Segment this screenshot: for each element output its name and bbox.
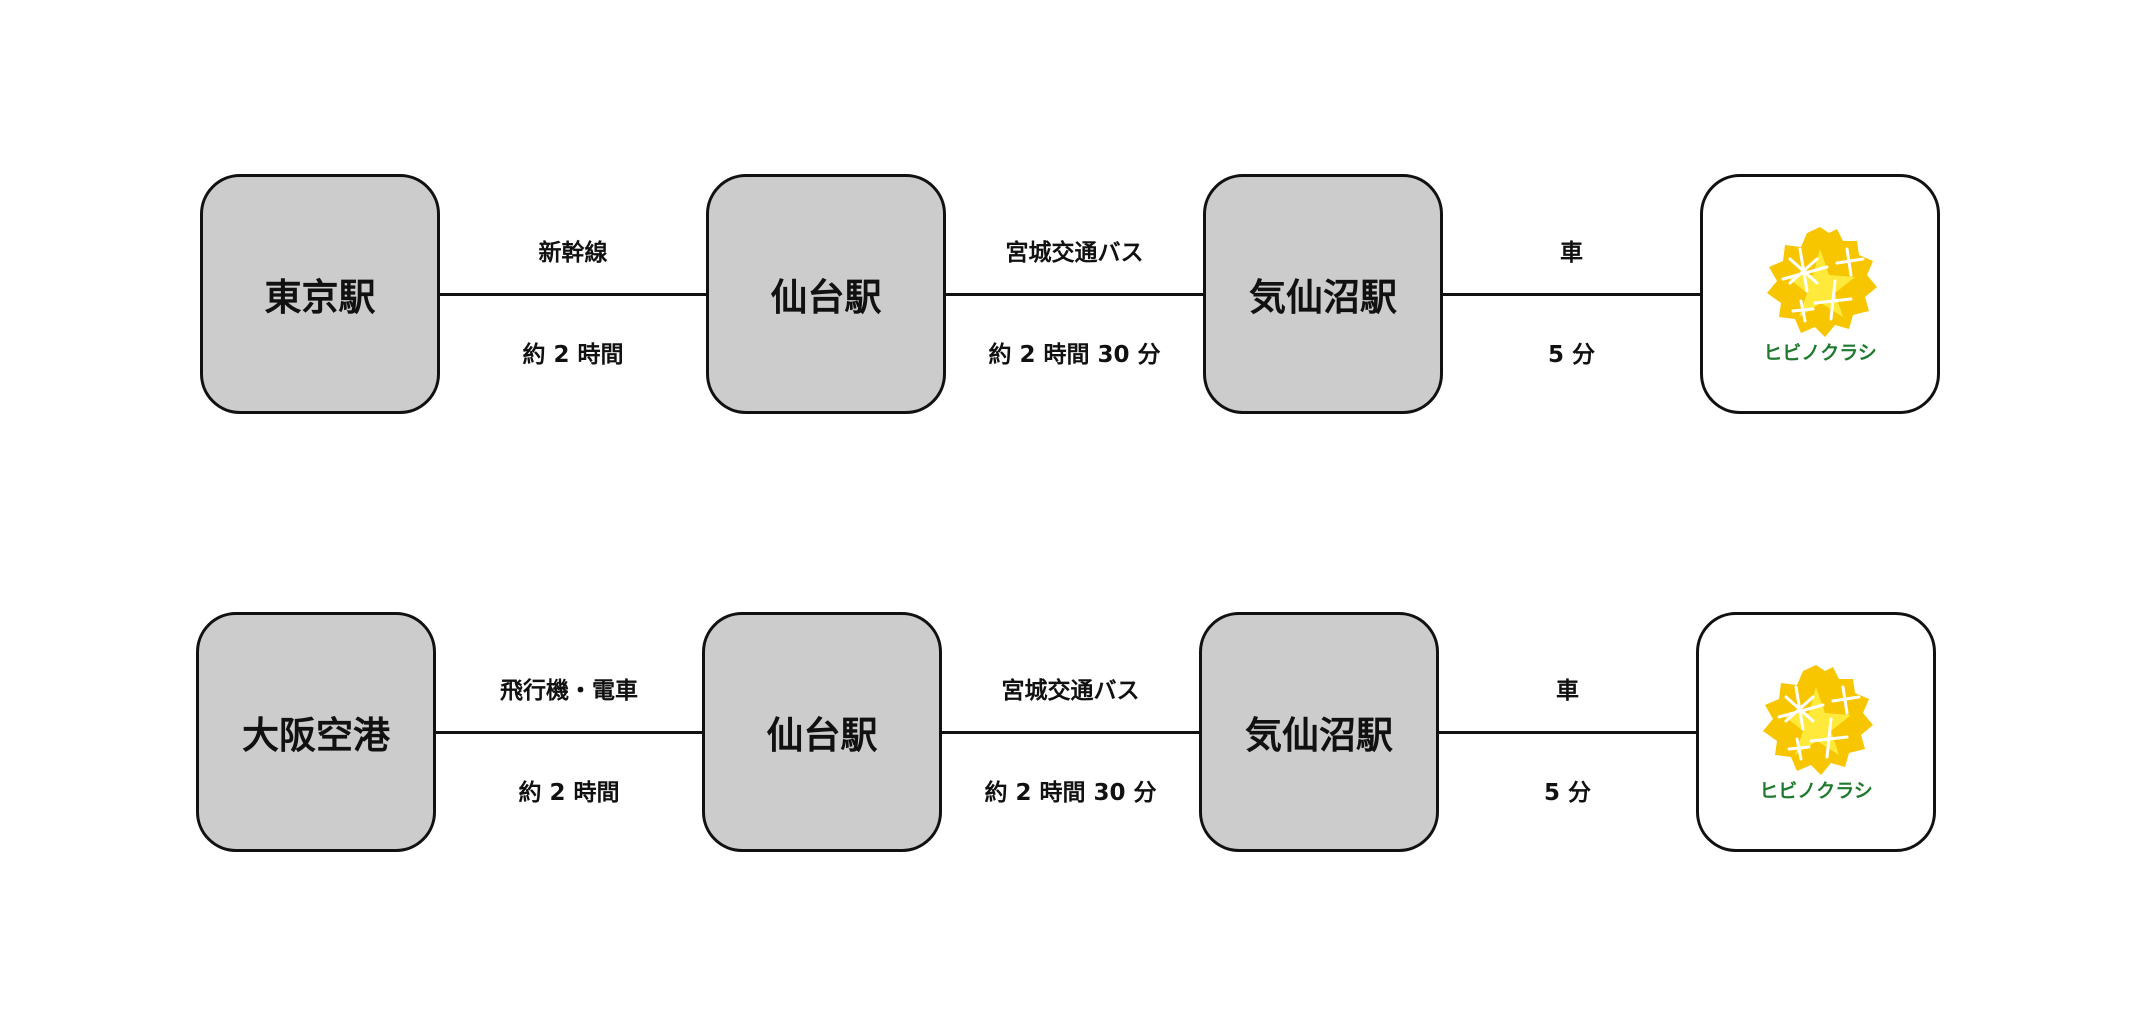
connector-line [440,293,706,296]
hibinokurashi-logo-icon: ヒビノクラシ [1763,227,1877,364]
transport-mode-label: 新幹線 [538,240,608,266]
station-box: 仙台駅 [702,612,942,852]
station-box: 気仙沼駅 [1203,174,1443,414]
transport-mode-label: 飛行機・電車 [500,678,638,704]
travel-time-label: 5 分 [1543,780,1592,806]
station-box: 大阪空港 [196,612,436,852]
station-name: 気仙沼駅 [1245,714,1393,757]
station-name: 大阪空港 [242,714,390,757]
station-name: 仙台駅 [766,714,878,757]
station-box: 仙台駅 [706,174,946,414]
transport-mode-label: 車 [1560,240,1583,266]
transport-mode-label: 宮城交通バス [1005,240,1144,266]
station-box: 気仙沼駅 [1199,612,1439,852]
logo-text: ヒビノクラシ [1759,780,1873,802]
transport-mode-label: 車 [1556,678,1579,704]
station-name: 仙台駅 [770,276,882,319]
transport-mode-label: 宮城交通バス [1001,678,1140,704]
connector-line [436,731,702,734]
hibinokurashi-logo-icon: ヒビノクラシ [1759,665,1873,802]
connector-line [946,293,1203,296]
travel-time-label: 約 2 時間 30 分 [984,780,1157,806]
travel-time-label: 約 2 時間 [518,780,620,806]
travel-time-label: 約 2 時間 30 分 [988,342,1161,368]
travel-time-label: 約 2 時間 [522,342,624,368]
connector-line [1439,731,1696,734]
connector-line [942,731,1199,734]
station-box: 東京駅 [200,174,440,414]
travel-time-label: 5 分 [1547,342,1596,368]
destination-logo-box: ヒビノクラシ [1696,612,1936,852]
station-name: 東京駅 [264,276,376,319]
destination-logo-box: ヒビノクラシ [1700,174,1940,414]
logo-text: ヒビノクラシ [1763,342,1877,364]
station-name: 気仙沼駅 [1249,276,1397,319]
connector-line [1443,293,1700,296]
